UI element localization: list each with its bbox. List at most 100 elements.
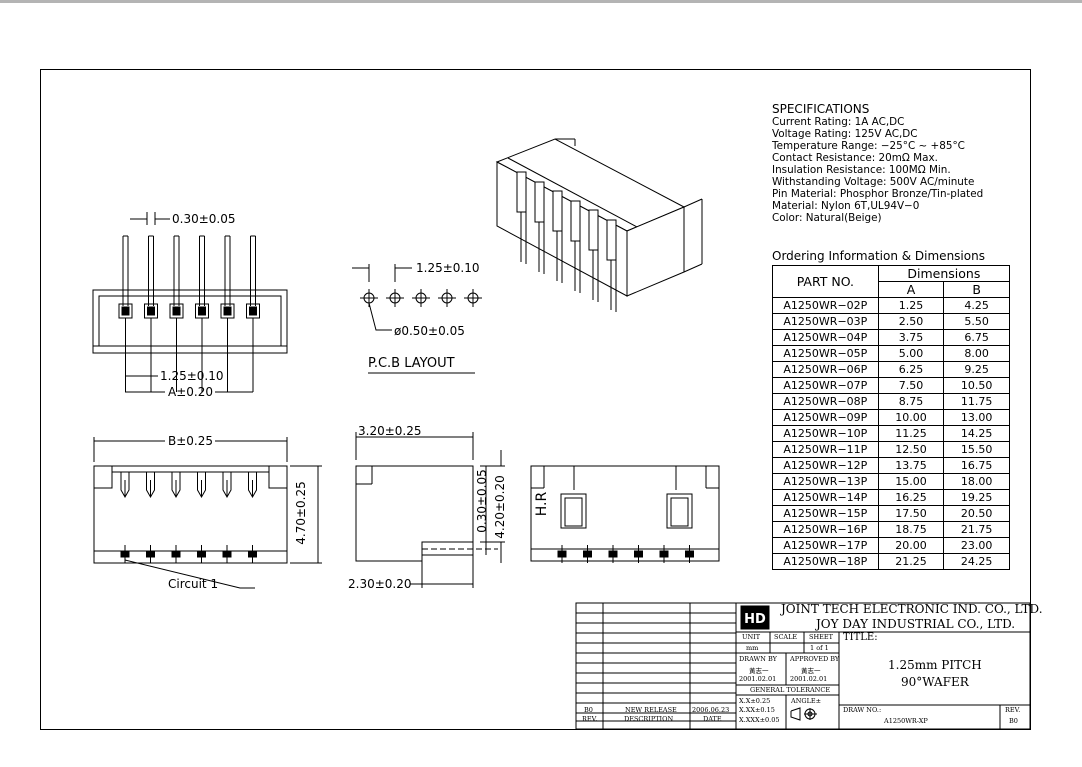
pitch-front-dim: 1.25±0.10 [160, 369, 224, 383]
ordering-heading: Ordering Information & Dimensions [772, 249, 985, 263]
company-name-2: JOY DAY INDUSTRIAL CO., LTD. [816, 617, 1016, 631]
header-date: DATE [703, 715, 722, 723]
cell-part: A1250WR−16P [772, 521, 879, 538]
unit-value: mm [746, 644, 759, 652]
draw-no-value: A1250WR-XP [884, 717, 928, 725]
cell-b: 19.25 [943, 489, 1010, 506]
drawn-by-label: DRAWN BY [739, 655, 777, 663]
scale-label: SCALE [774, 633, 798, 641]
sheet-label: SHEET [809, 633, 833, 641]
cell-b: 24.25 [943, 553, 1010, 570]
tolerance-1: X.X±0.25 [739, 697, 771, 705]
pcb-pitch-dim: 1.25±0.10 [416, 261, 480, 275]
side-width-dim: 3.20±0.25 [358, 424, 422, 438]
title-line-2: 90°WAFER [901, 675, 969, 689]
cell-part: A1250WR−10P [772, 425, 879, 442]
spec-line: Insulation Resistance: 100MΩ Min. [772, 164, 951, 176]
cell-part: A1250WR−08P [772, 393, 879, 410]
isometric-view [495, 138, 703, 313]
cell-part: A1250WR−15P [772, 505, 879, 522]
drawing-frame [40, 69, 1031, 730]
cell-a: 7.50 [877, 377, 945, 394]
specifications-block: SPECIFICATIONS Current Rating: 1A AC,DC … [772, 102, 983, 224]
spec-line: Pin Material: Phosphor Bronze/Tin-plated [772, 188, 984, 200]
header-rev: REV. [582, 715, 598, 723]
hole-dia-dim: ø0.50±0.05 [394, 324, 465, 338]
top-rule [0, 0, 1082, 3]
rev-label: REV. [1005, 706, 1021, 714]
bottom-front-view [93, 437, 322, 589]
approved-by-label: APPROVED BY [790, 655, 840, 663]
cell-a: 6.25 [877, 361, 945, 378]
dim-a: A±0.20 [168, 385, 213, 399]
title-label: TITLE: [843, 632, 878, 643]
rev-value: B0 [1009, 717, 1018, 725]
cell-part: A1250WR−17P [772, 537, 879, 554]
cell-b: 15.50 [943, 441, 1010, 458]
history-description: NEW RELEASE [625, 706, 677, 714]
cell-part: A1250WR−11P [772, 441, 879, 458]
cell-b: 13.00 [943, 409, 1010, 426]
spec-line: Material: Nylon 6T,UL94V−0 [772, 200, 920, 212]
spec-line: Current Rating: 1A AC,DC [772, 116, 905, 128]
svg-text:HD: HD [744, 612, 766, 627]
cell-a: 13.75 [877, 457, 945, 474]
height-dim: 4.70±0.25 [293, 481, 308, 545]
cell-a: 5.00 [877, 345, 945, 362]
cell-b: 4.25 [943, 297, 1010, 314]
cell-part: A1250WR−02P [772, 297, 879, 314]
cell-a: 20.00 [877, 537, 945, 554]
cell-part: A1250WR−12P [772, 457, 879, 474]
cell-part: A1250WR−13P [772, 473, 879, 490]
cell-b: 5.50 [943, 313, 1010, 330]
cell-part: A1250WR−14P [772, 489, 879, 506]
unit-label: UNIT [742, 633, 761, 641]
side-230-dim: 2.30±0.20 [348, 577, 412, 591]
cell-a: 10.00 [877, 409, 945, 426]
dim-b: B±0.25 [168, 434, 214, 448]
drawn-by-name: 黃志一 [749, 667, 769, 675]
cell-a: 17.50 [877, 505, 945, 522]
cell-b: 9.25 [943, 361, 1010, 378]
pin-width-dim: 0.30±0.05 [172, 212, 236, 226]
cell-a: 1.25 [877, 297, 945, 314]
draw-no-label: DRAW NO.: [843, 706, 882, 714]
history-rev: B0 [584, 706, 593, 714]
cell-b: 8.00 [943, 345, 1010, 362]
title-block-grid: HD [575, 602, 1031, 730]
col-a: A [877, 281, 945, 298]
side-030-dim: 0.30±0.05 [474, 469, 489, 533]
header-description: DESCRIPTION [624, 715, 674, 723]
section-view [530, 465, 720, 564]
pcb-layout-label: P.C.B LAYOUT [368, 356, 455, 371]
hr-mark: H.R [534, 491, 551, 517]
cell-a: 8.75 [877, 393, 945, 410]
approved-date: 2001.02.01 [790, 675, 828, 683]
company-name-1: JOINT TECH ELECTRONIC IND. CO., LTD. [781, 602, 1043, 616]
tolerance-label: GENERAL TOLERANCE [750, 686, 831, 694]
cell-a: 11.25 [877, 425, 945, 442]
cell-b: 11.75 [943, 393, 1010, 410]
drawn-date: 2001.02.01 [739, 675, 777, 683]
col-part-no: PART NO. [772, 265, 879, 298]
cell-part: A1250WR−18P [772, 553, 879, 570]
cell-part: A1250WR−04P [772, 329, 879, 346]
front-view [92, 212, 288, 393]
tolerance-3: X.XXX±0.05 [739, 716, 780, 724]
cell-a: 16.25 [877, 489, 945, 506]
cell-a: 18.75 [877, 521, 945, 538]
cell-part: A1250WR−07P [772, 377, 879, 394]
